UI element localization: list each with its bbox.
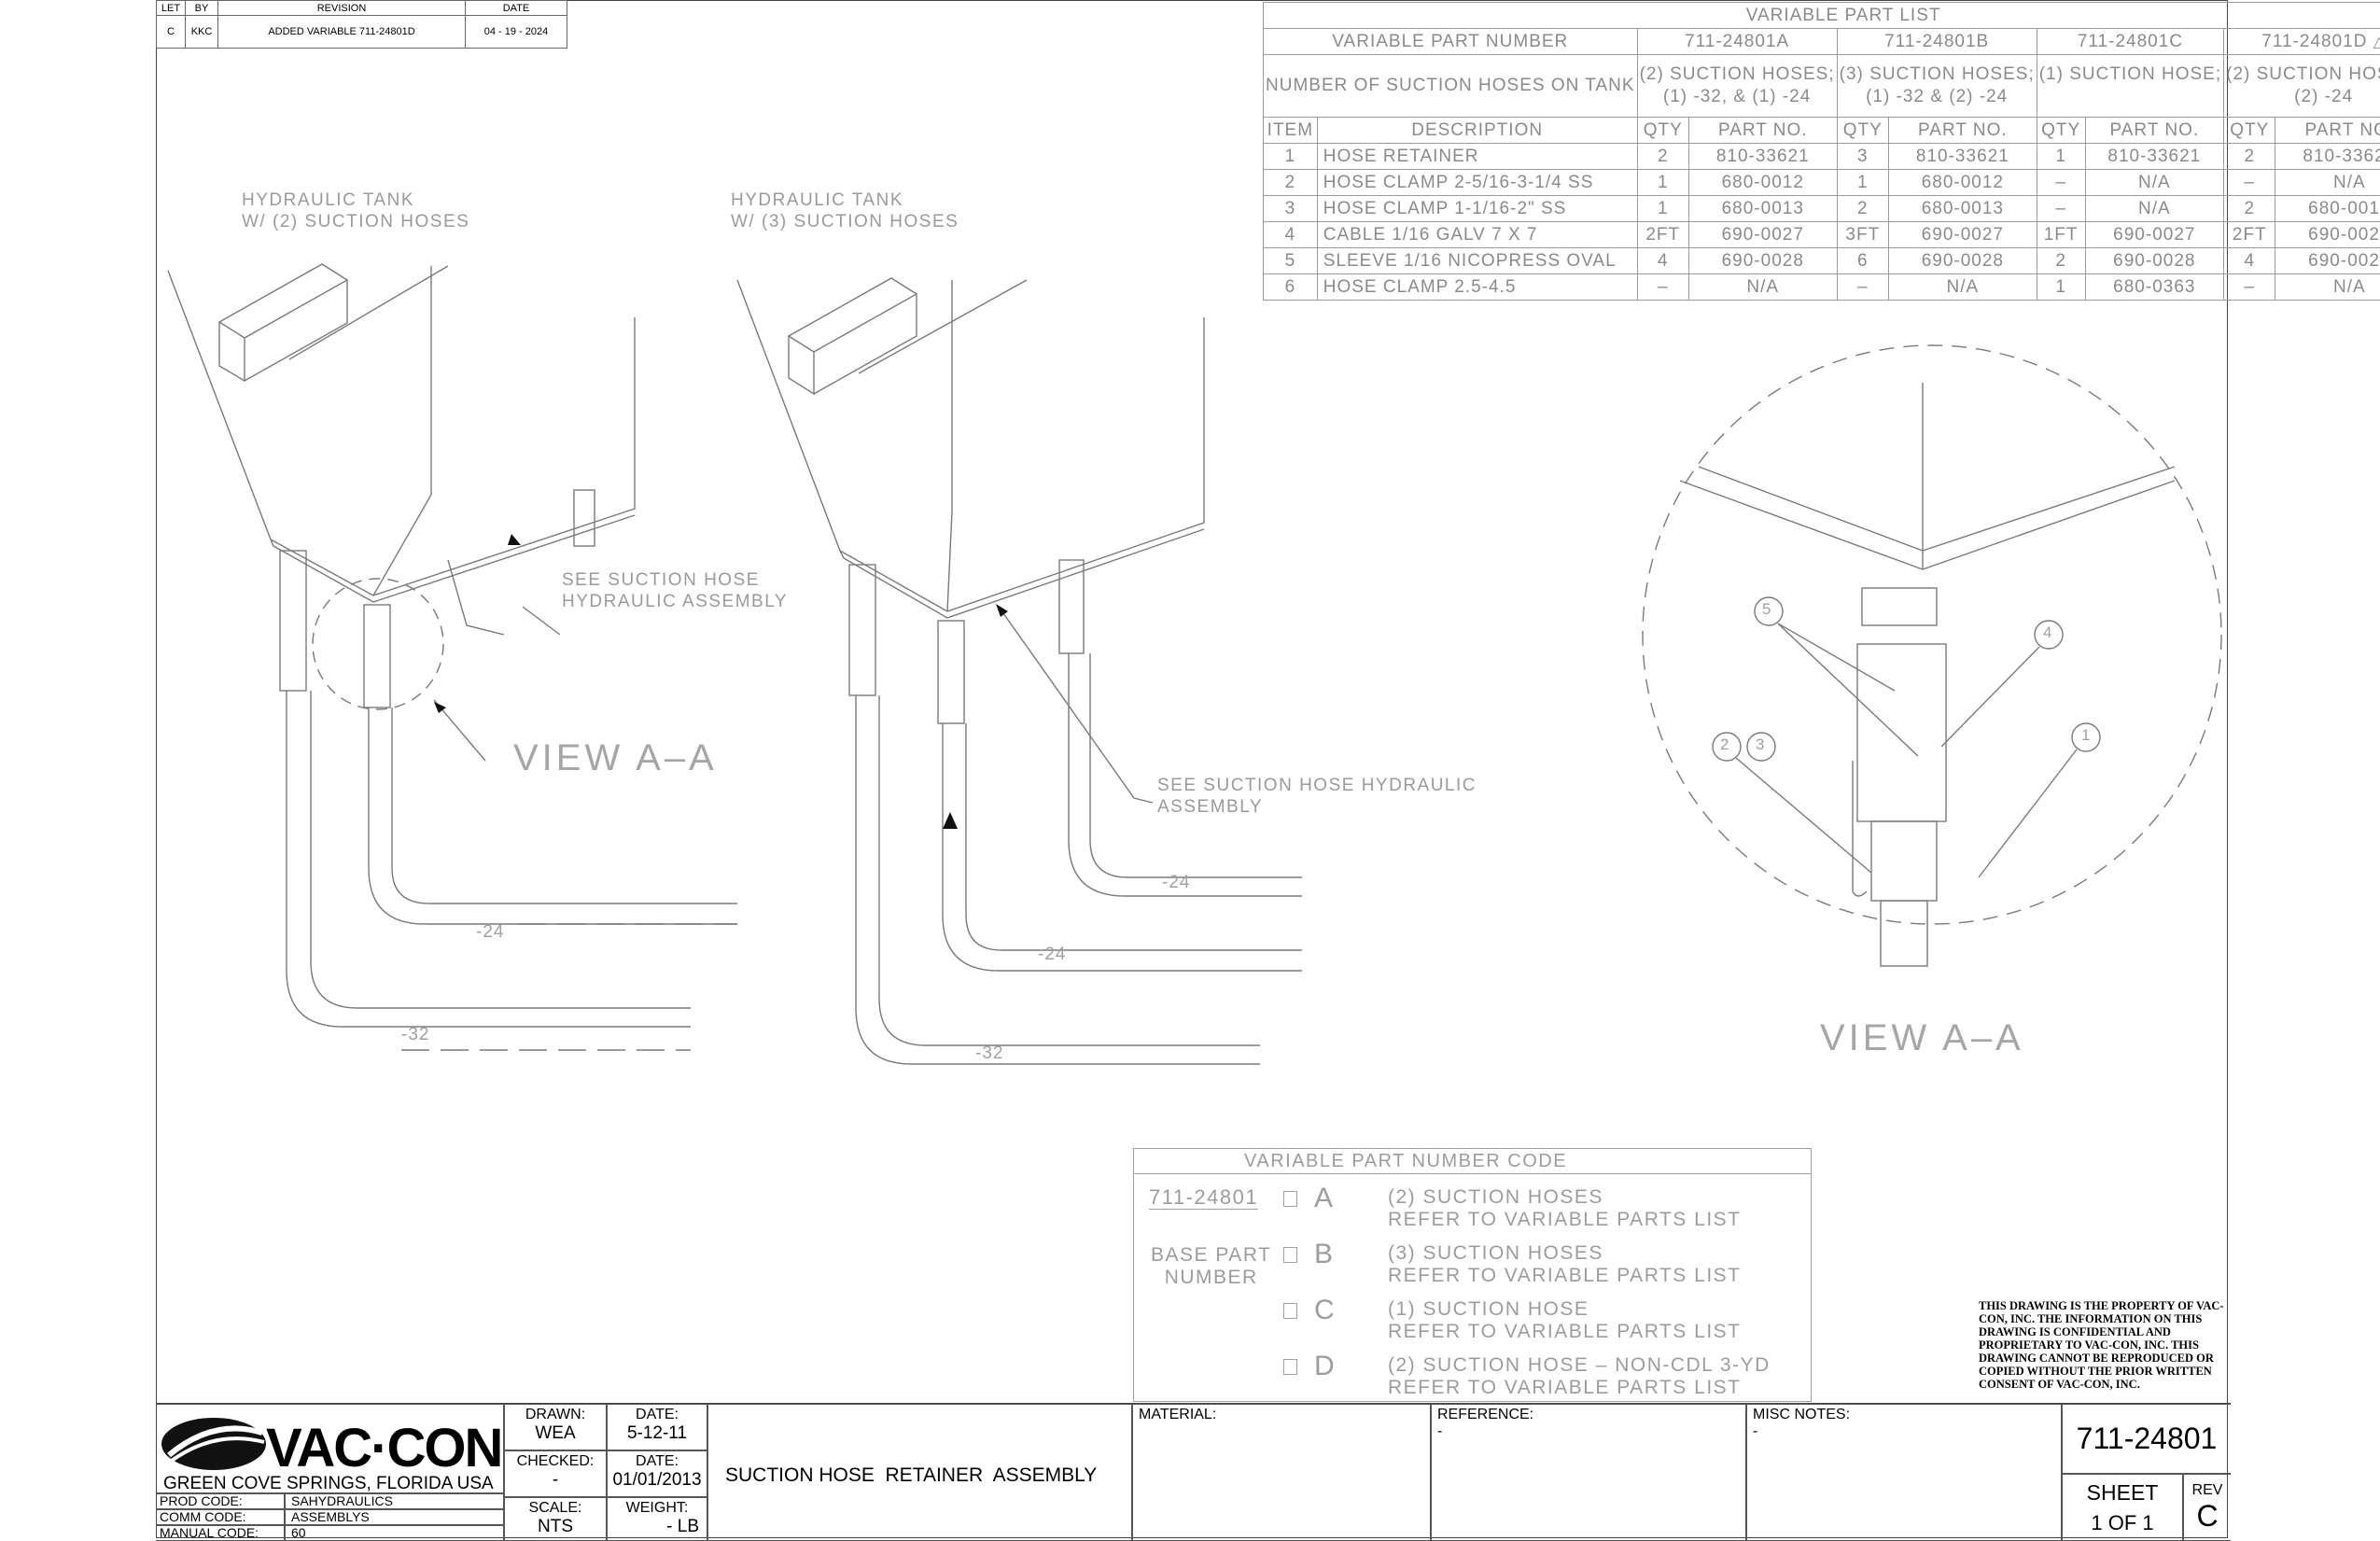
dim-label: -24 (476, 922, 504, 943)
balloon-label: 3 (1756, 735, 1765, 754)
company-location: GREEN COVE SPRINGS, FLORIDA USA (163, 1474, 494, 1494)
company-logo-text: VAC·CON (266, 1422, 501, 1476)
part-number-code-box: VARIABLE PART NUMBER CODE 711-24801 BASE… (1133, 1148, 1812, 1402)
weight-cell: WEIGHT:- LB (607, 1497, 707, 1541)
manual-code-label: MANUAL CODE: (160, 1525, 259, 1540)
option-letter: B (1314, 1239, 1333, 1270)
material-cell: MATERIAL: (1132, 1404, 1431, 1541)
comm-code-label-cell: COMM CODE: (156, 1509, 285, 1525)
base-part-number: 711-24801 (1149, 1186, 1258, 1210)
manual-code-cell: 60 (285, 1525, 504, 1541)
comm-code-cell: ASSEMBLYS (285, 1509, 504, 1525)
manual-code-label-cell: MANUAL CODE: (156, 1525, 285, 1541)
drawing-title-cell: SUCTION HOSE RETAINER ASSEMBLY (707, 1404, 1132, 1541)
option-letter: C (1314, 1295, 1335, 1326)
dim-label: -24 (1162, 873, 1190, 893)
checked-cell: CHECKED:- (504, 1450, 607, 1497)
title-block: VAC·CON GREEN COVE SPRINGS, FLORIDA USA … (156, 1403, 2231, 1541)
drawing-number-cell: 711-24801 (2062, 1404, 2231, 1474)
dim-label: -32 (401, 1025, 429, 1045)
drawn-cell: DRAWN:WEA (504, 1404, 607, 1450)
reference-label: REFERENCE: (1437, 1407, 1533, 1423)
scale-cell: SCALE:NTS (504, 1497, 607, 1541)
manual-code-value: 60 (291, 1525, 306, 1540)
prod-code-cell: SAHYDRAULICS (285, 1493, 504, 1509)
reference-value: - (1437, 1423, 1442, 1440)
prod-code-label: PROD CODE: (160, 1493, 243, 1508)
code-square (1283, 1247, 1297, 1263)
balloon-label: 1 (2081, 726, 2091, 745)
misc-notes-label: MISC NOTES: (1753, 1407, 1850, 1423)
date-checked-cell: DATE:01/01/2013 (607, 1450, 707, 1497)
code-square (1283, 1191, 1297, 1207)
logo-cell: VAC·CON GREEN COVE SPRINGS, FLORIDA USA (156, 1404, 504, 1493)
dim-label: -24 (1038, 945, 1066, 965)
code-square (1283, 1359, 1297, 1375)
balloon-label: 4 (2043, 623, 2052, 642)
view-label-2: VIEW A–A (1820, 1017, 2024, 1059)
confidentiality-notice: THIS DRAWING IS THE PROPERTY OF VAC-CON,… (1979, 1299, 2226, 1391)
material-label: MATERIAL: (1139, 1407, 1216, 1423)
comm-code-label: COMM CODE: (160, 1509, 246, 1524)
prod-code-label-cell: PROD CODE: (156, 1493, 285, 1509)
comm-code-value: ASSEMBLYS (291, 1509, 370, 1524)
part-number-code-title: VARIABLE PART NUMBER CODE (1244, 1150, 1567, 1172)
balloon-label: 5 (1762, 600, 1771, 619)
drawing-title: SUCTION HOSE RETAINER ASSEMBLY (725, 1464, 1097, 1487)
view-label-1: VIEW A–A (513, 737, 718, 779)
dim-label: -32 (975, 1044, 1003, 1064)
option-letter: D (1314, 1351, 1335, 1382)
prod-code-value: SAHYDRAULICS (291, 1493, 393, 1508)
misc-notes-cell: MISC NOTES: - (1746, 1404, 2062, 1541)
code-square (1283, 1303, 1297, 1319)
reference-cell: REFERENCE: - (1431, 1404, 1746, 1541)
date-drawn-cell: DATE:5-12-11 (607, 1404, 707, 1450)
option-letter: A (1314, 1183, 1333, 1214)
misc-notes-value: - (1753, 1423, 1757, 1440)
balloon-label: 2 (1720, 735, 1729, 754)
drawing-number: 711-24801 (2063, 1422, 2231, 1456)
part-number-code-header: VARIABLE PART NUMBER CODE (1134, 1149, 1811, 1174)
